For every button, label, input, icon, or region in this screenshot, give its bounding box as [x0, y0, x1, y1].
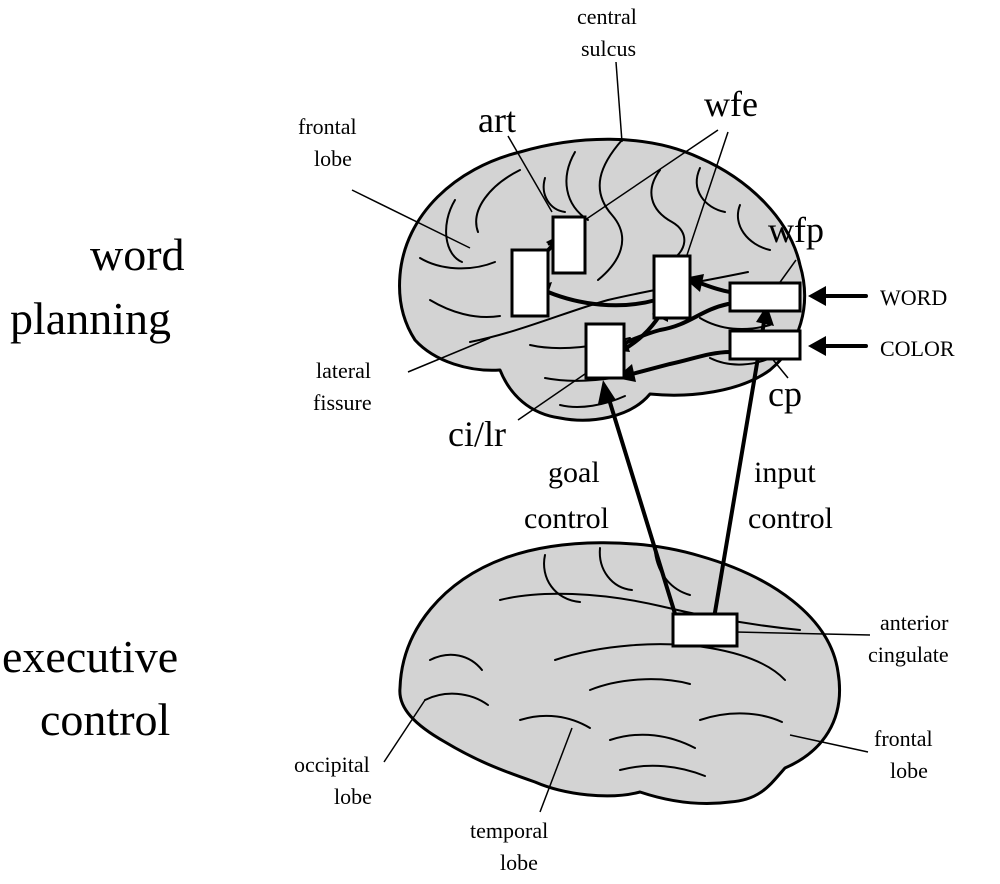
leader-wfe-2 — [685, 131, 729, 259]
color-input-label: COLOR — [880, 336, 955, 361]
top-brain-sulcus — [445, 199, 463, 263]
bottom-brain-sulcus — [424, 692, 489, 706]
leader-frontal-lobe-bottom — [789, 734, 869, 753]
leader-lateral-fissure — [407, 337, 491, 373]
word-input-arrowhead — [808, 286, 826, 306]
top-brain-sulcus — [737, 204, 771, 251]
wfp-label: wfp — [768, 210, 824, 250]
cp-box — [728, 329, 802, 361]
executive-control-line-2: control — [40, 694, 170, 745]
bottom-brain-sulcus — [609, 733, 696, 749]
temporal-lobe-label-2: lobe — [500, 850, 538, 875]
input-control-arrowhead — [756, 305, 774, 326]
wfe-box — [652, 254, 692, 320]
goal-control-label-2: control — [524, 502, 609, 535]
bottom-brain — [398, 541, 841, 805]
anterior-cingulate-label-1: anterior — [880, 610, 949, 635]
art-box — [551, 215, 587, 275]
bottom-brain-sulcus — [499, 592, 801, 631]
bottom-brain-sulcus — [519, 714, 591, 729]
wfp-box — [728, 281, 802, 313]
bottom-brain-sulcus — [699, 712, 783, 723]
ci-lr-label: ci/lr — [448, 414, 506, 454]
frontal-lobe-top-label-2: lobe — [314, 146, 352, 171]
top-brain-sulcus — [475, 169, 521, 233]
input-control-label-2: control — [748, 502, 833, 535]
bottom-brain-sulcus — [589, 678, 691, 691]
leader-lines — [351, 61, 871, 813]
wfe-to-left-box-arrow — [546, 290, 658, 308]
leader-occipital-lobe — [383, 699, 426, 763]
top-brain-sulcus — [559, 395, 626, 408]
input-control-arrow — [710, 320, 766, 632]
wfp-to-cilr-arrow — [623, 302, 730, 345]
goal-control-label-1: goal — [548, 456, 600, 489]
lateral-fissure-label-2: fissure — [313, 390, 372, 415]
top-brain-sulcus — [429, 299, 501, 318]
occipital-lobe-label-1: occipital — [294, 752, 370, 777]
goal-control-arrow — [606, 394, 682, 632]
word-planning-line-2: planning — [10, 293, 171, 344]
leader-art — [507, 135, 553, 213]
occipital-lobe-label-2: lobe — [334, 784, 372, 809]
leader-central-sulcus — [615, 61, 623, 143]
input-control-label-1: input — [754, 456, 816, 489]
leader-frontal-lobe-top — [351, 189, 471, 249]
temporal-lobe-label-1: temporal — [470, 818, 548, 843]
cp-label: cp — [768, 374, 802, 414]
leader-wfp — [777, 259, 797, 286]
top-brain-sulcus — [650, 169, 686, 263]
ci-lr-box — [584, 322, 626, 380]
bottom-brain-sulcus — [598, 547, 633, 591]
central-sulcus-label-1: central — [577, 4, 637, 29]
wfe-label: wfe — [704, 84, 758, 124]
module-boxes — [510, 215, 802, 648]
bottom-brain-sulcus — [543, 554, 581, 603]
top-brain-sulcus — [542, 177, 566, 213]
bottom-brain-sulcus — [619, 764, 706, 777]
cp-to-cilr-arrow — [630, 350, 732, 376]
goal-control-arrowhead — [598, 380, 616, 404]
leader-anterior-cingulate — [735, 631, 871, 636]
executive-control-line-1: executive — [2, 631, 178, 682]
top-brain-sulcus — [565, 151, 589, 221]
central-sulcus-label-2: sulcus — [581, 36, 636, 61]
top-brain-sulcus — [597, 139, 624, 281]
bottom-brain-outline — [398, 541, 841, 805]
wfp-to-wfe-arrow — [698, 281, 732, 294]
top-brain-outline — [398, 137, 807, 422]
frontal-lobe-top-label-1: frontal — [298, 114, 357, 139]
anterior-cingulate-label-2: cingulate — [868, 642, 949, 667]
top-brain-sulcus — [419, 257, 496, 270]
word-input-label: WORD — [880, 285, 947, 310]
lateral-fissure-label-1: lateral — [316, 358, 371, 383]
bottom-brain-sulcus — [429, 653, 483, 671]
top-brain-sulcus — [695, 167, 726, 213]
frontal-lobe-bottom-label-1: frontal — [874, 726, 933, 751]
anterior-cingulate-box — [671, 612, 739, 648]
frontal-lobe-bottom-label-2: lobe — [890, 758, 928, 783]
color-input-arrowhead — [808, 336, 826, 356]
left-module-box — [510, 248, 550, 318]
leader-temporal-lobe — [539, 727, 573, 813]
art-label: art — [478, 100, 516, 140]
word-planning-line-1: word — [90, 229, 185, 280]
